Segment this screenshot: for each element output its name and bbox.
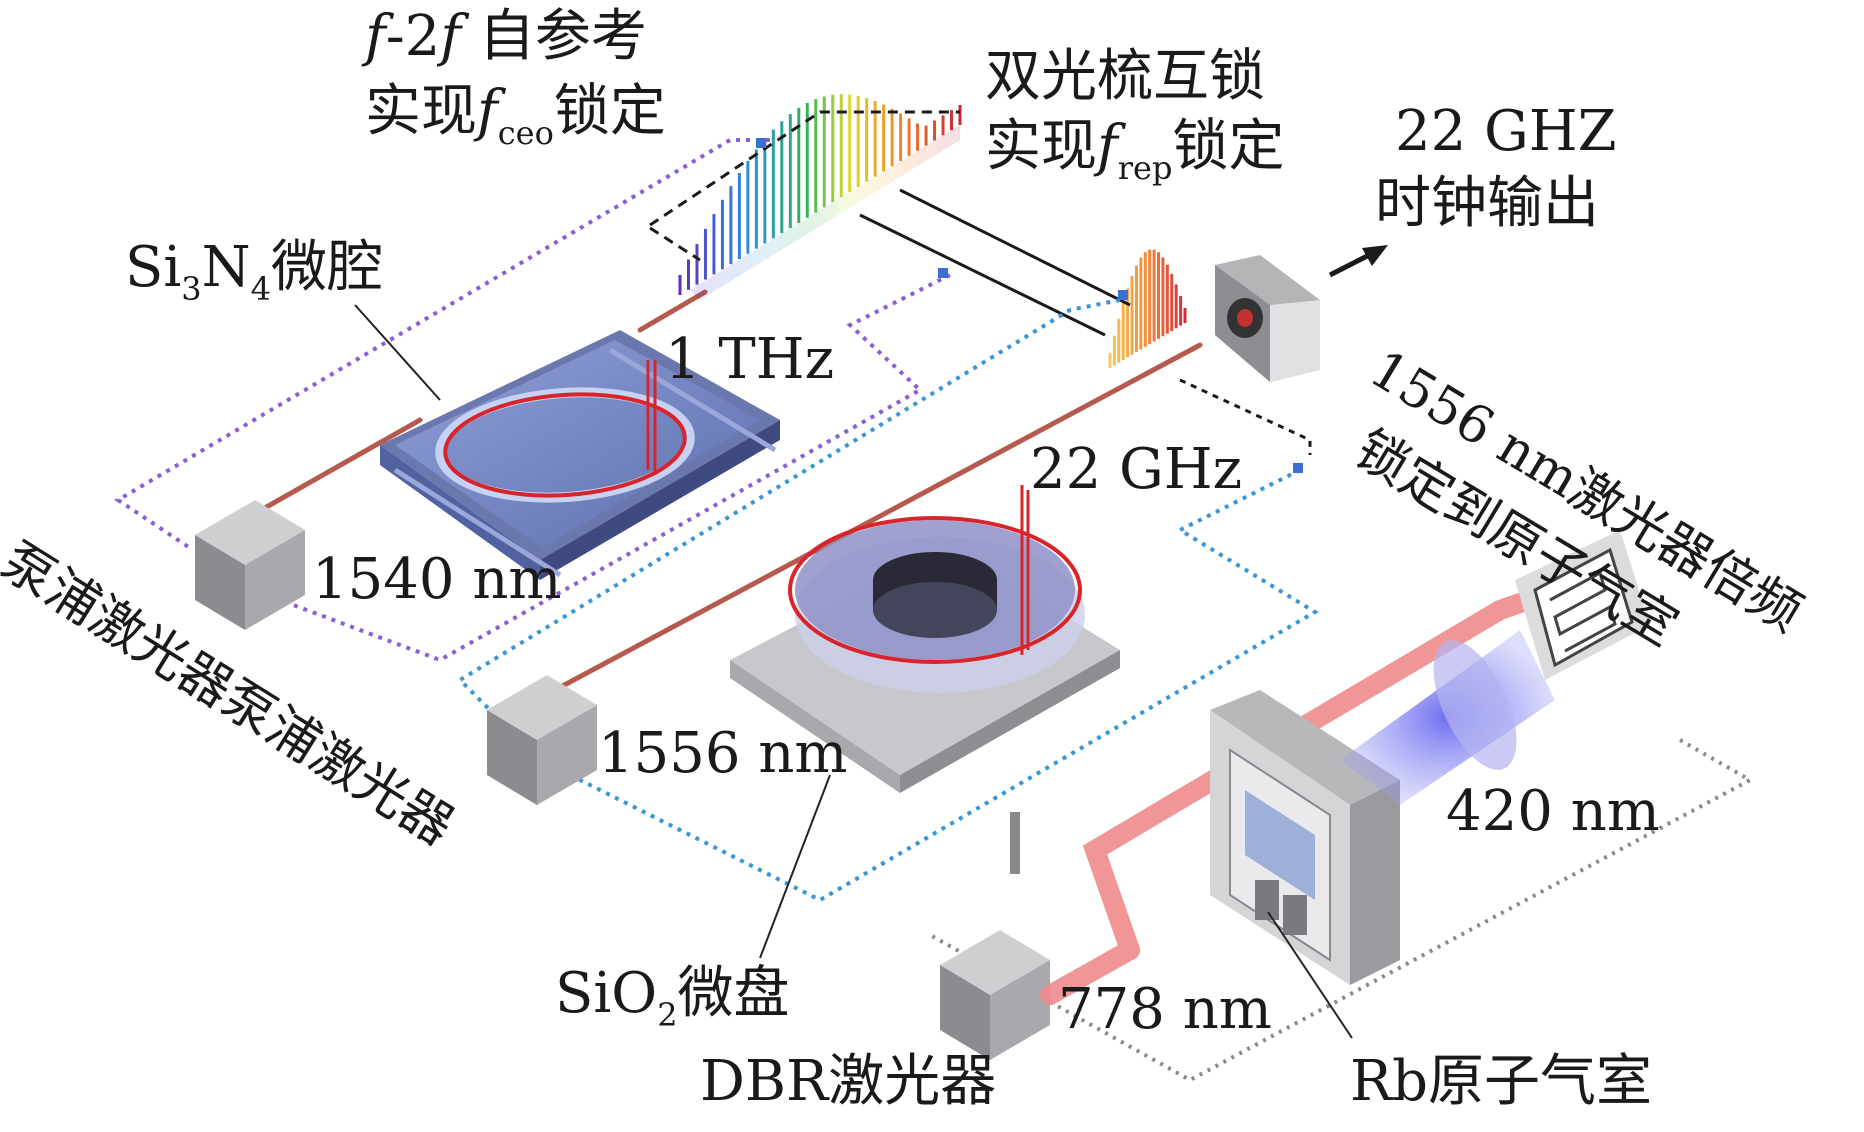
nm778-label: 778 nm	[1058, 977, 1272, 1042]
interlock-arrows	[649, 110, 1312, 455]
ghz-label: 22 GHz	[1030, 437, 1243, 502]
thz-label: 1 THz	[665, 327, 835, 392]
lock-icon	[756, 138, 766, 148]
pump-laser-1540	[195, 500, 305, 630]
fibers	[237, 289, 1203, 701]
dbr-laser	[940, 930, 1050, 1060]
lock-icon	[938, 268, 948, 278]
dbr-label: DBR激光器	[700, 1049, 997, 1114]
fiber-1540-to-chip	[237, 417, 423, 525]
fiber-1556-to-chip	[537, 342, 1203, 701]
photodetector	[1215, 255, 1320, 382]
blue-feedback-loops	[456, 298, 1319, 903]
f2f-label-line2: 实现fceo锁定	[365, 79, 666, 152]
comb-spectrum-1	[678, 94, 962, 300]
dual-comb-label-line2: 实现frep锁定	[985, 114, 1285, 187]
thz-spike	[646, 360, 657, 475]
clock-output-arrow	[1328, 245, 1388, 278]
violet-light-cone	[1340, 630, 1555, 805]
nm1556-label: 1556 nm	[598, 721, 848, 786]
lock-icon	[1293, 463, 1303, 473]
mirror	[1010, 812, 1020, 874]
pump-laser-1556	[487, 675, 597, 805]
comb-spectrum-2	[1108, 249, 1187, 368]
sio2-chip	[730, 516, 1120, 793]
dual-comb-label-line1: 双光梳互锁	[985, 44, 1265, 109]
nm420-label: 420 nm	[1446, 779, 1660, 844]
sio2-ring	[788, 516, 1082, 664]
lock-icon	[1118, 290, 1128, 300]
rb-label: Rb原子气室	[1350, 1049, 1653, 1114]
f2f-label-line1: f-2f 自参考	[365, 4, 647, 69]
atomic-frame	[929, 738, 1755, 1083]
pointer-lines	[354, 304, 1353, 1039]
clock-output-label-line2: 时钟输出	[1375, 171, 1599, 236]
purple-feedback-loops	[114, 138, 951, 663]
detector-panel	[1515, 530, 1650, 680]
rb-cell-enclosure	[1210, 690, 1400, 985]
si3n4-ring	[443, 392, 687, 498]
fiber-chip-to-comb1	[637, 289, 708, 333]
ghz-spike	[1020, 485, 1030, 655]
si3n4-label: Si3N4微腔	[125, 235, 383, 308]
lock-icons	[756, 138, 1303, 473]
clock-output-label-line1: 22 GHZ	[1395, 99, 1617, 164]
si3n4-chip	[380, 330, 780, 580]
sio2-label: SiO2微盘	[555, 961, 790, 1034]
nm1540-label: 1540 nm	[312, 547, 562, 612]
